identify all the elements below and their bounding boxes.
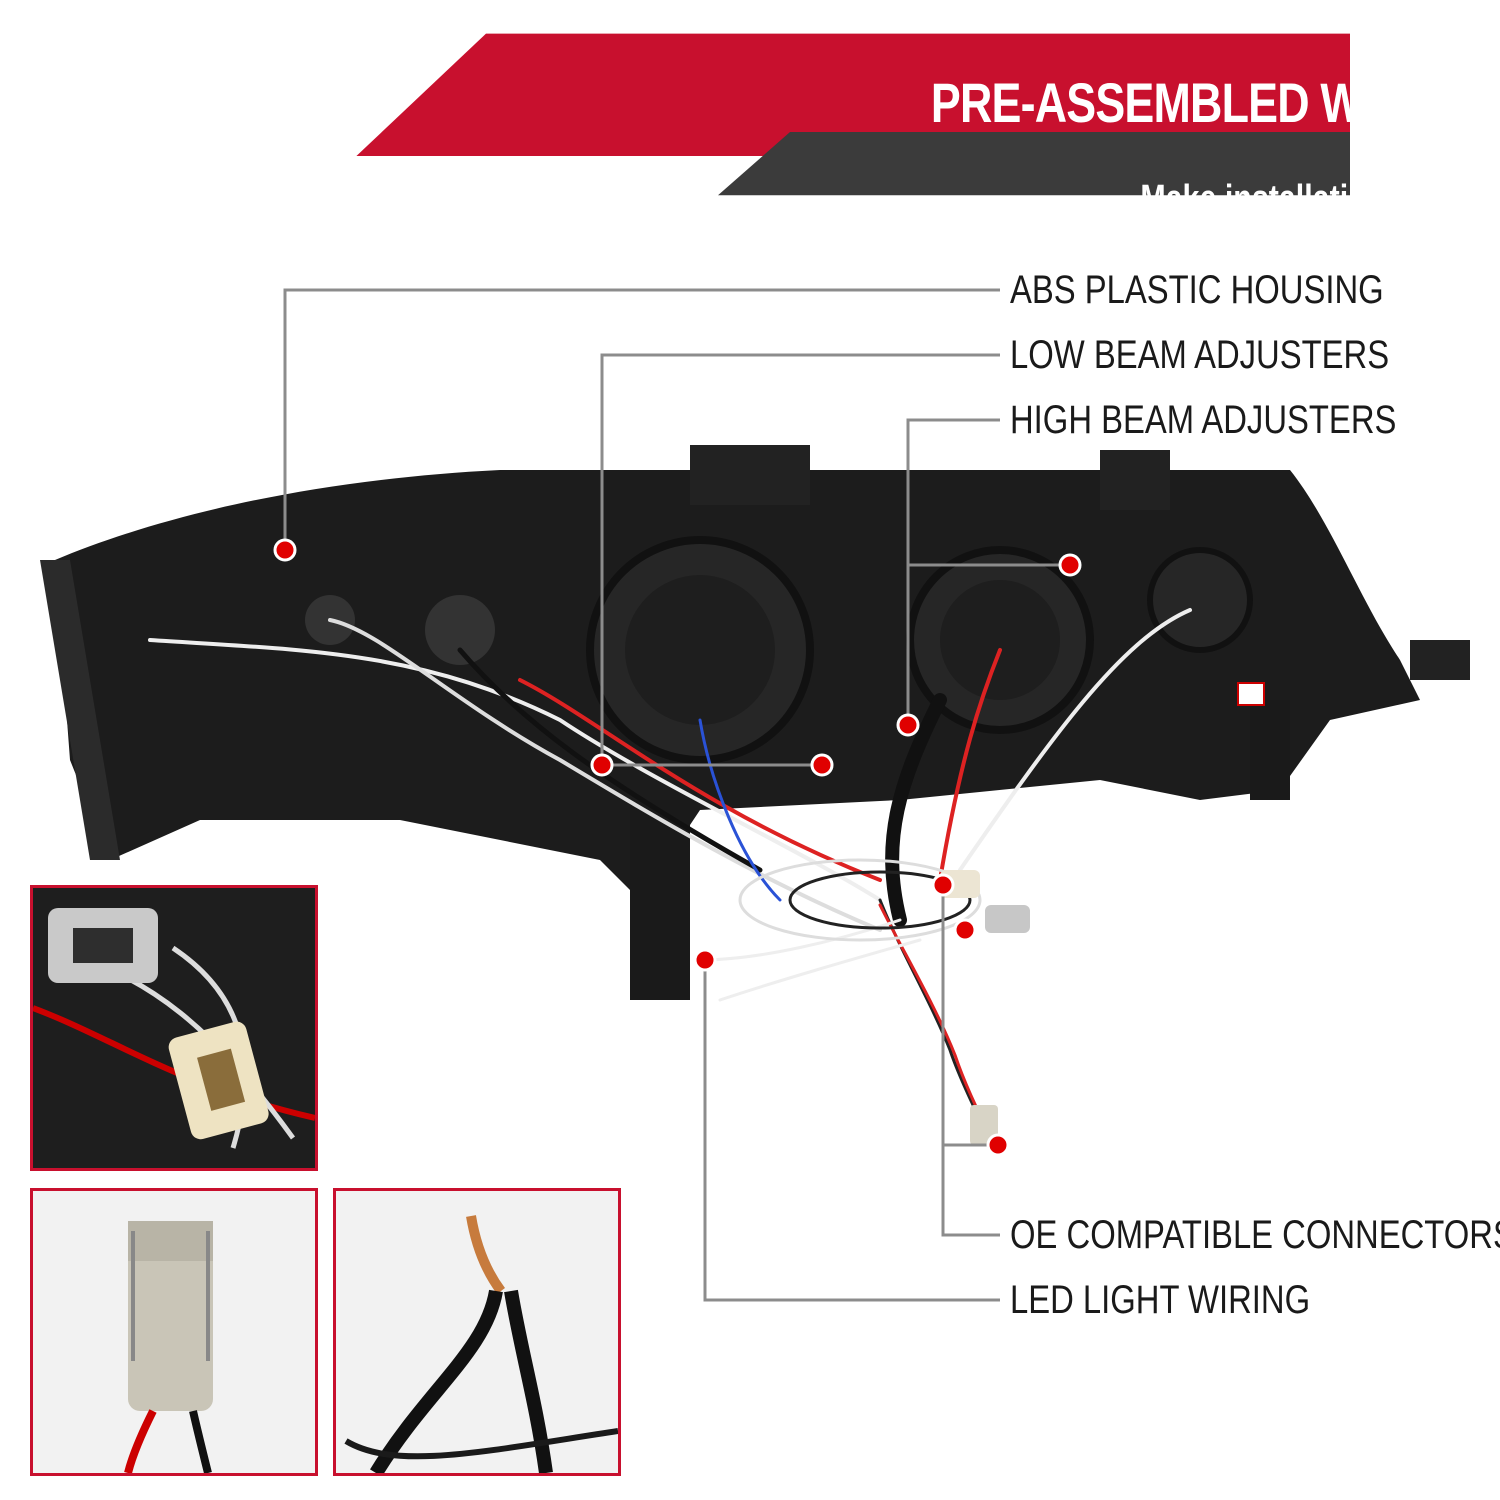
callout-markers bbox=[273, 538, 1082, 1157]
wiring-harness bbox=[148, 608, 1192, 1147]
bulb-socket bbox=[970, 1105, 998, 1145]
leader-lines bbox=[283, 288, 1070, 1302]
marker-dot bbox=[953, 918, 977, 942]
callout-led-light-wiring: LED LIGHT WIRING bbox=[1010, 1278, 1311, 1322]
inset-bulb-socket-closeup bbox=[30, 1188, 318, 1476]
marker-dot bbox=[931, 873, 955, 897]
marker-dot bbox=[1058, 553, 1082, 577]
marker-dot bbox=[810, 753, 834, 777]
banner-subtitle: Make installation easier bbox=[1140, 178, 1482, 220]
callout-low-beam-adjusters: LOW BEAM ADJUSTERS bbox=[1010, 333, 1390, 377]
banner-title: PRE-ASSEMBLED WIRING bbox=[930, 71, 1483, 134]
header-banner bbox=[356, 33, 1350, 196]
inset-led-wire-closeup bbox=[333, 1188, 621, 1476]
marker-dot bbox=[986, 1133, 1010, 1157]
marker-dot bbox=[590, 753, 614, 777]
inset-connector-closeup bbox=[30, 885, 318, 1171]
marker-dot bbox=[896, 713, 920, 737]
callout-high-beam-adjusters: HIGH BEAM ADJUSTERS bbox=[1010, 398, 1397, 442]
wire-connector bbox=[985, 905, 1030, 933]
callout-oe-compatible-connectors: OE COMPATIBLE CONNECTORS bbox=[1010, 1213, 1500, 1257]
marker-dot bbox=[693, 948, 717, 972]
callout-abs-plastic-housing: ABS PLASTIC HOUSING bbox=[1010, 268, 1384, 312]
marker-dot bbox=[273, 538, 297, 562]
